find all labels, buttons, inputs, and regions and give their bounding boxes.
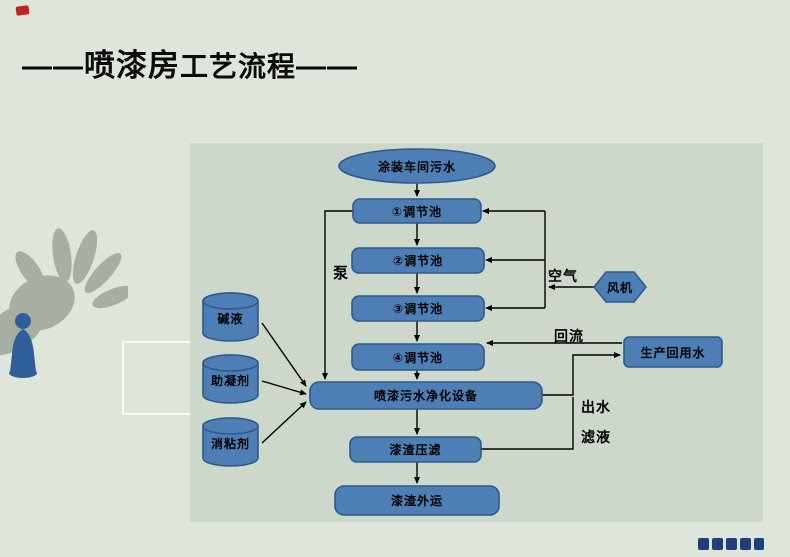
- corner-red-mark: [15, 5, 30, 16]
- node-reuse-shape: [623, 336, 723, 368]
- node-tank2-shape: [351, 247, 485, 274]
- flow-nodes: [202, 148, 723, 516]
- edge-outlet-to-reuse: [542, 352, 621, 396]
- edge-coagulant-dose: [261, 380, 307, 396]
- diagram-panel: 涂装车间污水 ①调节池 ②调节池 ③调节池 ④调节池 喷漆污水净化设备 漆渣压滤…: [190, 143, 763, 522]
- cylinder-detackifier-top: [202, 417, 259, 435]
- callout-box: [122, 341, 194, 415]
- footer-watermark: [698, 536, 764, 552]
- node-source-shape: [338, 148, 496, 184]
- title-dash-left: ——: [22, 50, 84, 83]
- node-fan-shape: [592, 271, 648, 303]
- node-press-shape: [349, 436, 482, 463]
- node-haul-shape: [334, 485, 500, 516]
- page-title: ——喷漆房工艺流程——: [22, 46, 358, 92]
- edge-filtrate-return: [481, 397, 574, 450]
- edge-detackifier-dose: [261, 401, 307, 444]
- footer-watermark-svg: [698, 538, 764, 550]
- title-emphasis: 喷漆房: [84, 48, 180, 83]
- node-tank3-shape: [351, 295, 485, 322]
- node-tank4-shape: [351, 343, 485, 371]
- edge-alkali-dose: [261, 322, 307, 387]
- node-tank1-shape: [352, 198, 482, 224]
- blue-figure-svg: [9, 313, 37, 378]
- title-dash-right: ——: [296, 50, 359, 83]
- node-purifier-shape: [309, 381, 543, 410]
- flowchart-svg: [202, 148, 723, 516]
- flow-connectors: [261, 183, 622, 484]
- footer-watermark-marks: [698, 538, 764, 550]
- blue-figure: [4, 312, 46, 380]
- edge-pump-line: [322, 210, 353, 380]
- title-rest: 工艺流程: [180, 51, 297, 82]
- pawn-shape: [9, 313, 37, 378]
- cylinder-alkali-top: [202, 292, 259, 310]
- cylinder-coagulant-top: [202, 354, 259, 372]
